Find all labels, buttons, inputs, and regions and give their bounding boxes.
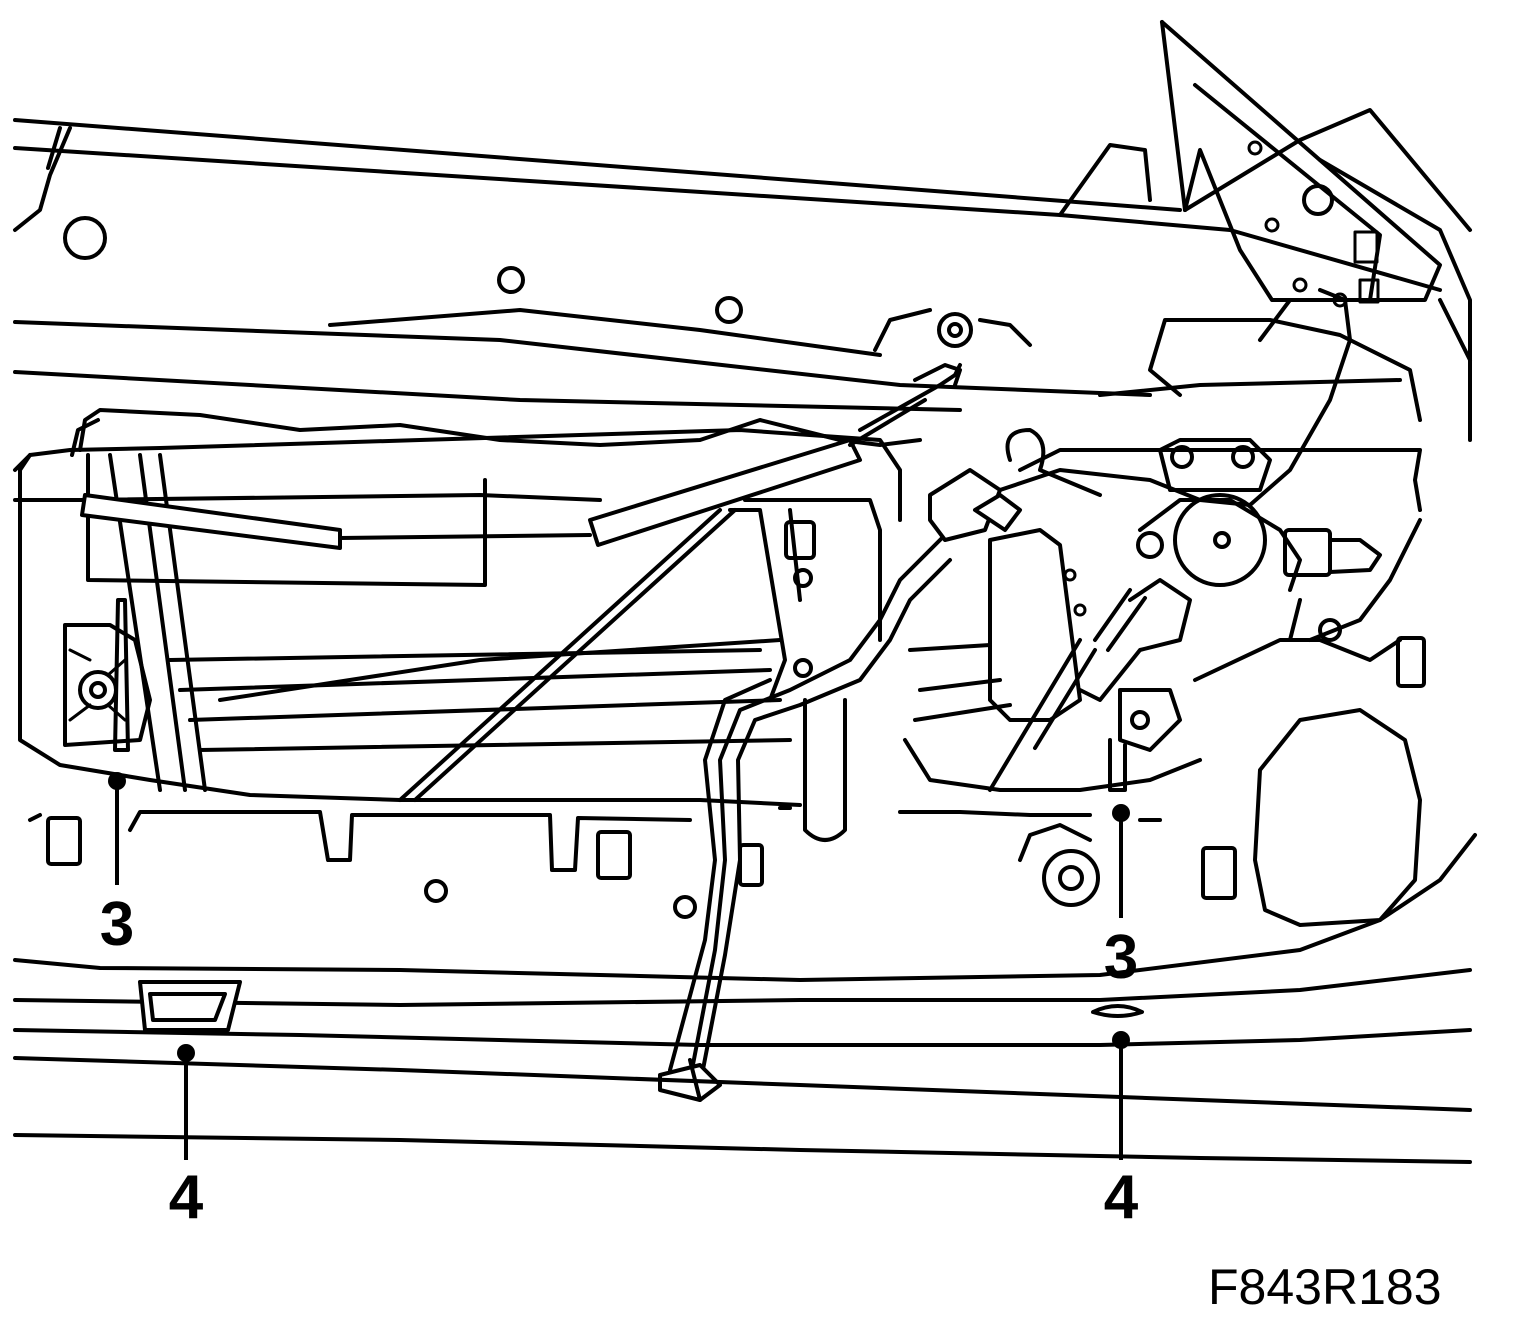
callout-left-3: 3 bbox=[100, 772, 134, 959]
callout-number: 4 bbox=[169, 1163, 204, 1232]
callout-number: 3 bbox=[100, 890, 134, 959]
inner-panel-outline bbox=[13, 318, 1422, 927]
callout-number: 3 bbox=[1104, 923, 1138, 992]
panel-holes bbox=[63, 216, 1032, 352]
callout-right-4: 4 bbox=[1104, 1031, 1139, 1232]
callout-number: 4 bbox=[1104, 1163, 1139, 1232]
lower-panel bbox=[13, 636, 1477, 1164]
cables bbox=[70, 288, 1352, 1102]
window-regulator bbox=[398, 438, 1382, 842]
left-regulator-bracket bbox=[63, 598, 152, 752]
callout-right-3: 3 bbox=[1104, 804, 1138, 992]
door-frame bbox=[13, 20, 1472, 442]
callout-left-4: 4 bbox=[169, 1044, 204, 1232]
figure-code: F843R183 bbox=[1208, 1259, 1442, 1315]
